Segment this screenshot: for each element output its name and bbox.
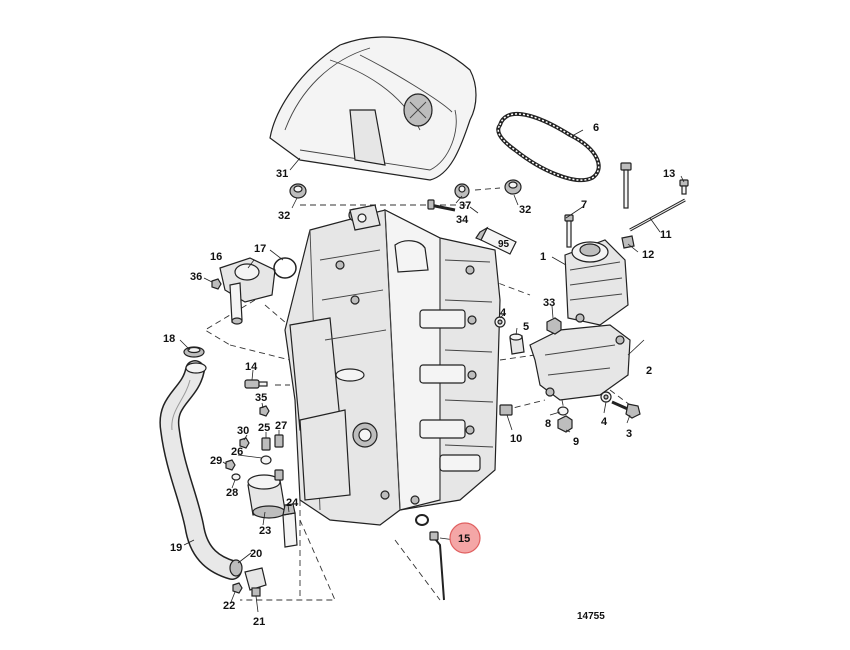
callout-26: 26 bbox=[231, 446, 243, 458]
callout-25: 25 bbox=[258, 422, 270, 434]
clamp-18 bbox=[183, 346, 205, 358]
gasket-17 bbox=[273, 257, 297, 279]
sealant-tube-24 bbox=[282, 503, 298, 548]
callout-24: 24 bbox=[286, 497, 299, 509]
callout-19: 19 bbox=[170, 542, 182, 554]
callout-33: 33 bbox=[543, 297, 555, 309]
clamp-20 bbox=[229, 559, 243, 577]
callout-labels: 31 32 37 32 34 6 7 13 11 12 1 33 4 5 2 4… bbox=[163, 122, 675, 628]
callout-7: 7 bbox=[581, 199, 587, 211]
callout-29: 29 bbox=[210, 455, 222, 467]
callout-1: 1 bbox=[540, 251, 546, 263]
callout-28: 28 bbox=[226, 487, 238, 499]
callout-6: 6 bbox=[593, 122, 599, 134]
engine-block bbox=[284, 204, 501, 526]
alternator bbox=[564, 239, 629, 326]
callout-13: 13 bbox=[663, 168, 675, 180]
connector-10 bbox=[499, 404, 513, 416]
washer-8 bbox=[557, 406, 569, 416]
stud-11 bbox=[629, 198, 686, 232]
callout-23: 23 bbox=[259, 525, 271, 537]
bolt-7 bbox=[564, 214, 574, 248]
nut-33 bbox=[546, 317, 562, 335]
bolt-3 bbox=[611, 400, 641, 419]
highlight-circle bbox=[449, 522, 481, 554]
screw-35 bbox=[259, 405, 270, 417]
spacer-5 bbox=[509, 333, 525, 355]
washer-26 bbox=[260, 455, 272, 465]
clip-12 bbox=[621, 235, 635, 249]
bolt-long-upright bbox=[620, 162, 632, 209]
nut-9 bbox=[557, 415, 573, 433]
screw-36 bbox=[211, 278, 222, 290]
engine-cover bbox=[269, 36, 477, 181]
callout-32-right: 32 bbox=[519, 204, 531, 216]
callout-15-highlight[interactable]: 15 bbox=[449, 522, 481, 554]
bolt-34 bbox=[427, 199, 456, 212]
callout-35: 35 bbox=[255, 392, 267, 404]
callout-31: 31 bbox=[276, 168, 288, 180]
screw-13 bbox=[679, 179, 689, 195]
callout-22: 22 bbox=[223, 600, 235, 612]
callout-4-lower: 4 bbox=[601, 416, 608, 428]
grommet-center bbox=[454, 183, 470, 199]
screw-29 bbox=[225, 459, 236, 471]
screw-22 bbox=[232, 582, 243, 594]
callout-27: 27 bbox=[275, 420, 287, 432]
callout-34: 34 bbox=[456, 214, 469, 226]
callout-21: 21 bbox=[253, 616, 265, 628]
callout-4-upper: 4 bbox=[500, 307, 507, 319]
callout-10: 10 bbox=[510, 433, 522, 445]
oil-filter bbox=[247, 474, 286, 519]
dashed-guide-lines bbox=[204, 187, 631, 601]
callout-16: 16 bbox=[210, 251, 222, 263]
hose-19 bbox=[159, 360, 242, 580]
callout-3: 3 bbox=[626, 428, 632, 440]
figure-number: 14755 bbox=[577, 611, 605, 622]
callout-36: 36 bbox=[190, 271, 202, 283]
callout-8: 8 bbox=[545, 418, 551, 430]
callout-37: 37 bbox=[459, 200, 471, 212]
sealant-tube: 95 bbox=[475, 226, 517, 255]
sensor-27 bbox=[274, 434, 284, 448]
washer-28 bbox=[231, 473, 241, 481]
thermostat-housing bbox=[219, 257, 276, 325]
fitting-21 bbox=[244, 567, 267, 597]
sealant-tube-label: 95 bbox=[498, 239, 510, 250]
callout-12: 12 bbox=[642, 249, 654, 261]
callout-17: 17 bbox=[254, 243, 266, 255]
callout-5: 5 bbox=[523, 321, 529, 333]
grommet-left bbox=[289, 183, 307, 199]
alternator-bracket bbox=[529, 324, 631, 401]
dipstick bbox=[415, 514, 445, 601]
washer-lower bbox=[600, 391, 612, 403]
drive-belt bbox=[496, 111, 601, 183]
callout-18: 18 bbox=[163, 333, 175, 345]
callout-30: 30 bbox=[237, 425, 249, 437]
callout-20: 20 bbox=[250, 548, 262, 560]
callout-15: 15 bbox=[458, 533, 470, 545]
grommet-right bbox=[504, 179, 522, 195]
callout-9: 9 bbox=[573, 436, 579, 448]
sensor-25 bbox=[261, 437, 271, 451]
callout-32-left: 32 bbox=[278, 210, 290, 222]
fitting-14 bbox=[244, 379, 268, 389]
callout-11: 11 bbox=[660, 229, 672, 241]
callout-2: 2 bbox=[646, 365, 652, 377]
washer-upper bbox=[494, 316, 506, 328]
fitting-small-left bbox=[274, 469, 284, 481]
callout-14: 14 bbox=[245, 361, 258, 373]
